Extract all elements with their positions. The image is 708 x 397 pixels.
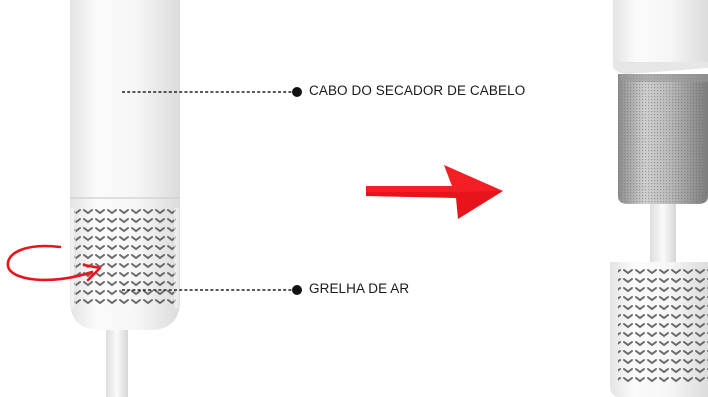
handle-top <box>613 0 708 62</box>
curved-rotation-arrow-icon <box>6 244 102 282</box>
callout-label-grille: GRELHA DE AR <box>309 281 410 296</box>
callout-handle-line <box>122 87 302 97</box>
air-grille-vents <box>74 208 176 306</box>
hair-dryer-handle-assembled <box>70 0 180 397</box>
callout-grille-line <box>122 285 302 295</box>
callout-label-handle: CABO DO SECADOR DE CABELO <box>309 83 526 98</box>
inner-cord <box>650 204 676 266</box>
hair-dryer-handle-disassembled <box>610 0 708 397</box>
right-arrow-icon <box>366 165 503 219</box>
power-cord <box>106 324 128 397</box>
